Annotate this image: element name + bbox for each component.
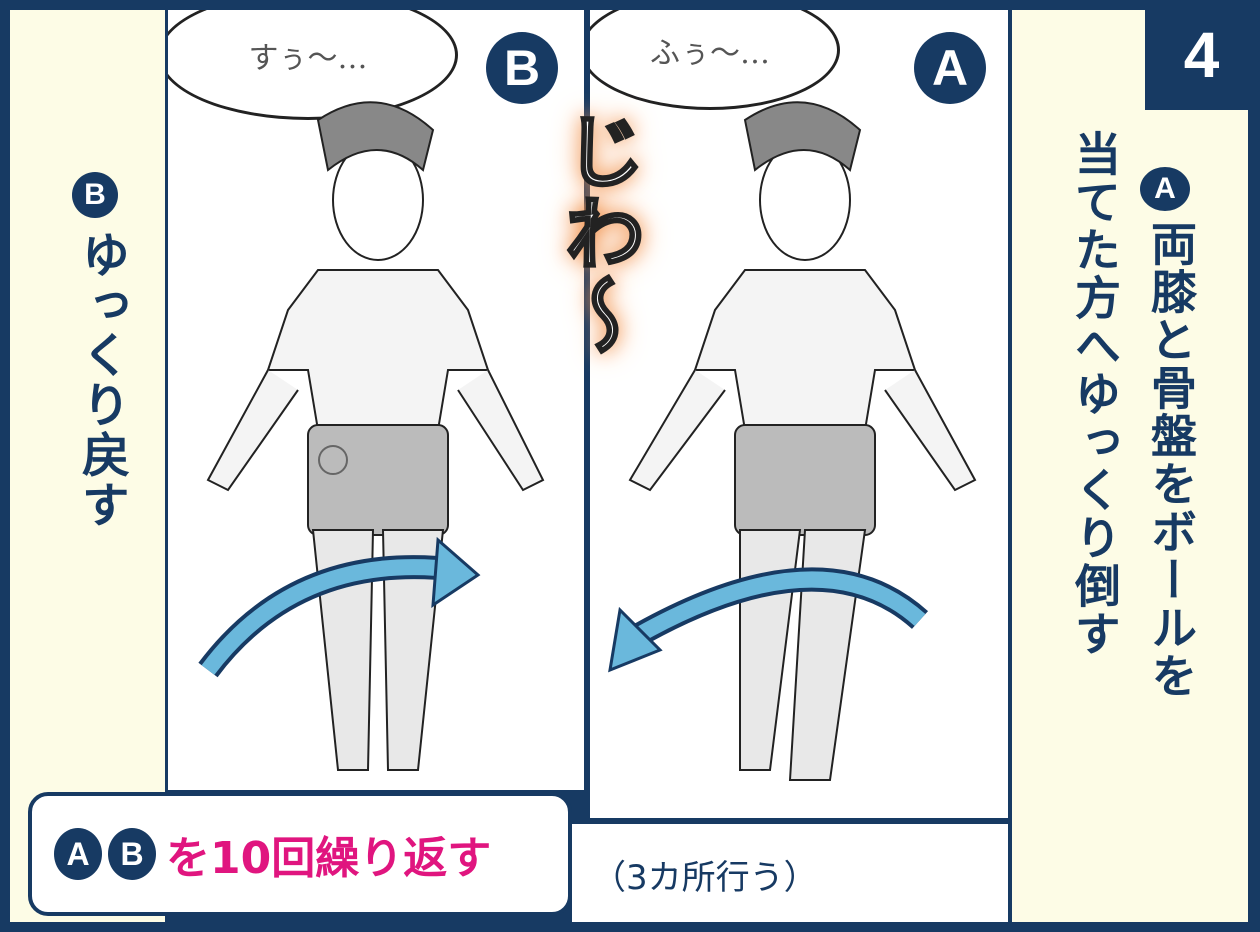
instruction-line-1: 両膝と骨盤をボールを	[1144, 220, 1198, 700]
panel-b-badge: B	[486, 32, 558, 104]
step-number-box: 4	[1145, 0, 1258, 110]
left-instruction-text: ゆっくり戻す	[73, 230, 129, 530]
instruction-line-2: 当てた方へゆっくり倒す	[1068, 130, 1122, 658]
badge-a: A	[1140, 167, 1190, 211]
step-number: 4	[1183, 19, 1220, 91]
panel-a-badge: A	[914, 32, 986, 104]
right-instruction-panel: 4 A 両膝と骨盤をボールを 当てた方へゆっくり倒す	[1012, 0, 1258, 922]
footer-badge-b: B	[108, 828, 156, 880]
figure-a-knees-tilted	[608, 101, 977, 781]
sound-effect-text: じわ〜	[551, 109, 647, 358]
panel-a-illustration: ふぅ〜… A	[590, 10, 1008, 818]
figure-b-lying	[198, 101, 545, 771]
footer-badge-a: A	[54, 828, 102, 880]
repeat-text: を10回繰り返す	[166, 833, 492, 884]
speech-bubble-a: ふぅ〜…	[590, 10, 840, 110]
repeat-note: （3カ所行う）	[592, 858, 818, 898]
speech-bubble-b: すぅ〜…	[168, 10, 458, 120]
repeat-instruction-box: A B を10回繰り返す	[28, 792, 572, 916]
footer-note-area: （3カ所行う）	[572, 824, 1008, 922]
left-instruction-panel: B ゆっくり戻す	[10, 10, 165, 922]
badge-b: B	[72, 172, 118, 218]
panel-b-illustration: すぅ〜… B	[168, 10, 584, 790]
